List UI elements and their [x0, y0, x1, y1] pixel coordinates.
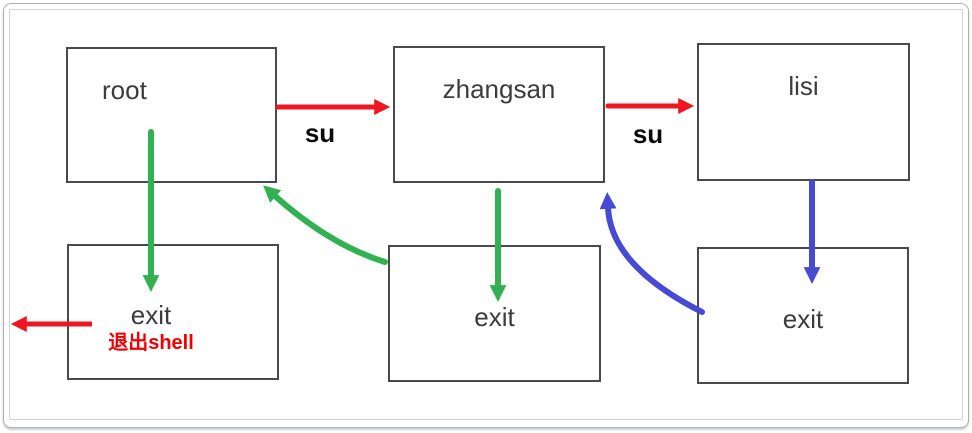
node-root-shell: root [66, 47, 277, 183]
node-root-label: root [102, 75, 147, 105]
node-exit-zhangsan-label: exit [474, 301, 515, 332]
node-zhangsan-shell: zhangsan [393, 46, 605, 183]
exit-root-label-block: exit 退出shell [69, 300, 233, 356]
node-lisi-label: lisi [788, 71, 819, 101]
node-exit-root-label: exit [130, 300, 172, 330]
edge-label-su-zhangsan-lisi: su [632, 119, 664, 149]
exit-shell-note: 退出shell [108, 332, 194, 354]
node-exit-from-root: exit 退出shell [67, 244, 279, 380]
node-zhangsan-label: zhangsan [442, 74, 556, 104]
node-exit-from-lisi: exit [697, 247, 909, 384]
node-exit-from-zhangsan: exit [388, 245, 601, 382]
arrow-exit-back-to-root [263, 185, 388, 265]
node-lisi-shell: lisi [697, 43, 910, 181]
edge-label-su-root-zhangsan: su [304, 118, 336, 148]
arrow-exit-back-to-zhangsan [599, 192, 705, 315]
node-exit-lisi-label: exit [782, 303, 824, 334]
